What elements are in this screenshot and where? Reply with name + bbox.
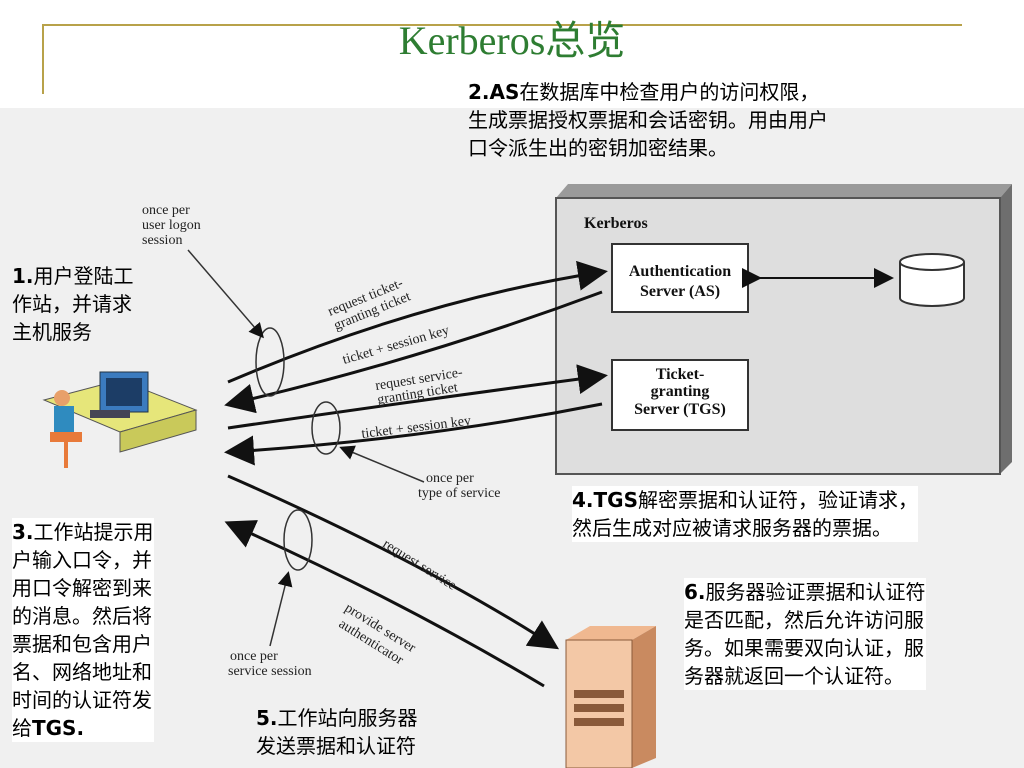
- note-step-6: 6.服务器验证票据和认证符 是否匹配，然后允许访问服 务。如果需要双向认证，服 …: [684, 578, 926, 690]
- note-step-4: 4.TGS解密票据和认证符，验证请求， 然后生成对应被请求服务器的票据。: [572, 486, 918, 542]
- note-step-5: 5.工作站向服务器 发送票据和认证符: [256, 706, 418, 758]
- database-icon: [899, 253, 965, 307]
- svg-text:Ticket-: Ticket-: [656, 366, 705, 383]
- tgs-box: Ticket- granting Server (TGS): [611, 359, 749, 431]
- arrow-request-service: [227, 474, 560, 650]
- ellipse-logon: [255, 327, 285, 397]
- arrow-ticket-key-2: [224, 402, 603, 466]
- pointer-service-session: [269, 571, 293, 647]
- as-box: Authentication Server (AS): [611, 243, 749, 313]
- frame-left-line: [42, 24, 44, 94]
- session-ellipses: [255, 327, 341, 571]
- workstation-icon: [42, 371, 198, 468]
- svg-text:Server (TGS): Server (TGS): [634, 401, 726, 418]
- label-user-logon: user logon: [142, 218, 201, 233]
- flow-arrows: [224, 260, 608, 688]
- server-icon: [565, 626, 656, 768]
- pointer-service-type: [339, 445, 425, 483]
- label-request-service: request service: [380, 537, 459, 594]
- label-type-of-service: type of service: [418, 486, 500, 501]
- arrow-request-tgt: [227, 260, 608, 384]
- label-once-per-type: once per: [426, 471, 474, 486]
- arrow-provide-authenticator: [224, 520, 545, 688]
- svg-text:Server (AS): Server (AS): [640, 283, 720, 300]
- note-step-3: 3.工作站提示用 户输入口令，并 用口令解密到来 的消息。然后将 票据和包含用户…: [12, 518, 154, 742]
- kerberos-box-label: Kerberos: [584, 215, 648, 232]
- ellipse-service-type: [311, 401, 341, 455]
- label-once-per: once per: [142, 203, 190, 218]
- note-step-1: 1.用户登陆工 作站，并请求 主机服务: [12, 264, 134, 344]
- label-once-per-session: once per: [230, 649, 278, 664]
- frame-top-line: [42, 24, 962, 26]
- label-session: session: [142, 233, 182, 248]
- svg-text:Authentication: Authentication: [629, 263, 731, 280]
- note-step-2: 2.AS在数据库中检查用户的访问权限， 生成票据授权票据和会话密钥。用由用户 口…: [468, 80, 828, 160]
- label-service-session: service session: [228, 664, 312, 679]
- arrow-ticket-key-1: [224, 290, 603, 414]
- page-title: Kerberos总览: [398, 18, 626, 63]
- label-ticket-key-2: ticket + session key: [361, 414, 472, 442]
- pointer-logon: [187, 249, 264, 339]
- arrow-request-sgt: [227, 364, 608, 430]
- svg-text:granting: granting: [651, 383, 710, 400]
- ellipse-service-session: [283, 509, 313, 571]
